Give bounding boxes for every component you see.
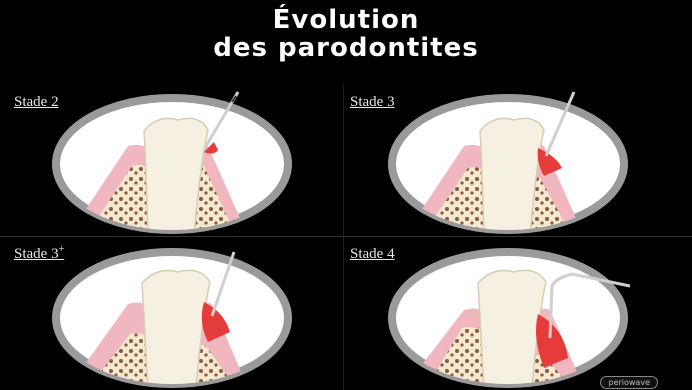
page-title: Évolution des parodontites xyxy=(0,6,692,62)
periodontitis-illustration xyxy=(8,238,344,388)
panel-stade-3: Stade 3 xyxy=(344,86,680,236)
periodontitis-illustration xyxy=(344,86,680,236)
divider-horizontal xyxy=(0,236,692,237)
title-line-1: Évolution xyxy=(0,6,692,34)
title-line-2: des parodontites xyxy=(0,34,692,62)
panel-stade-2: Stade 2 xyxy=(8,86,344,236)
panel-stade-3-plus: Stade 3+ xyxy=(8,238,344,388)
periodontitis-illustration xyxy=(344,238,680,388)
brand-logo: periowave xyxy=(600,376,658,389)
panel-stade-4: Stade 4 xyxy=(344,238,680,388)
periodontitis-illustration xyxy=(8,86,344,236)
